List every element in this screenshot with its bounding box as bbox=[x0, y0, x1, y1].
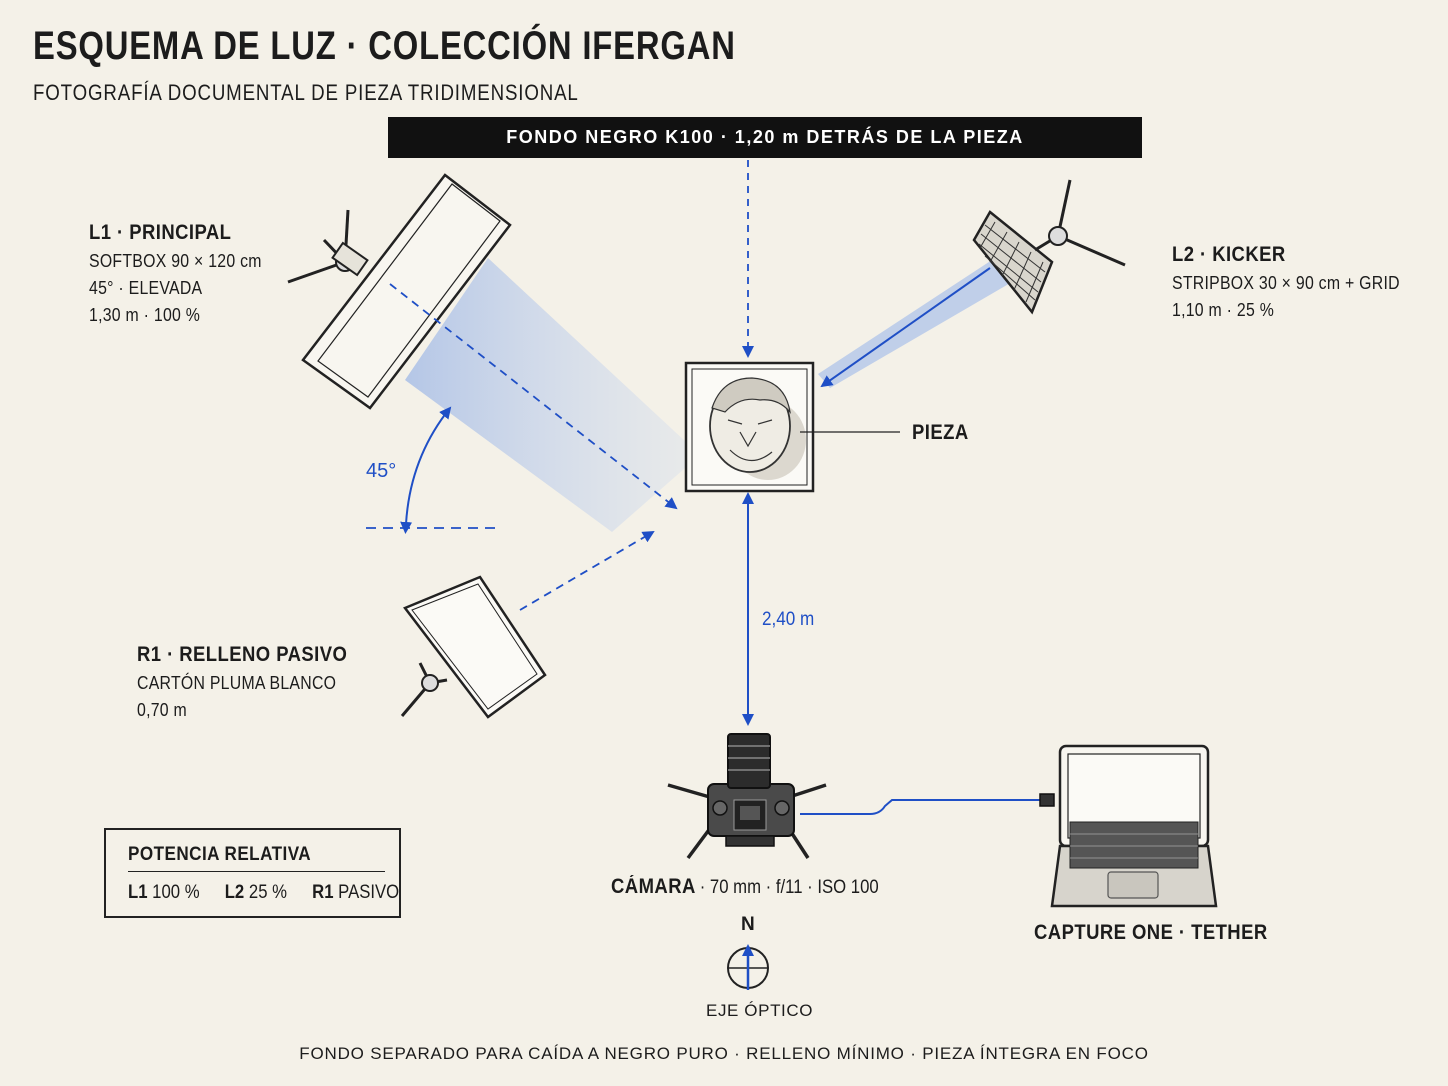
laptop-icon bbox=[1050, 744, 1218, 908]
l1-spec-distance-power: 1,30 m · 100 % bbox=[89, 305, 201, 325]
power-table-row: L1 100 % L2 25 % R1 PASIVO bbox=[128, 882, 399, 904]
camera-settings: · 70 mm · f/11 · ISO 100 bbox=[699, 877, 879, 898]
r1-reflector-icon bbox=[400, 575, 547, 719]
angle-arc bbox=[400, 406, 452, 534]
power-key-l2: L2 bbox=[224, 882, 245, 903]
l1-spec-size: SOFTBOX 90 × 120 cm bbox=[89, 251, 262, 271]
distance-label: 2,40 m bbox=[762, 609, 815, 630]
power-table: POTENCIA RELATIVA L1 100 % L2 25 % R1 PA… bbox=[104, 828, 401, 918]
l2-spec-distance-power: 1,10 m · 25 % bbox=[1172, 300, 1275, 320]
power-key-r1: R1 bbox=[312, 882, 334, 903]
camera-icon bbox=[667, 733, 827, 860]
tether-plug bbox=[1039, 793, 1055, 807]
backdrop-label: FONDO NEGRO K100 · 1,20 m DETRÁS DE LA P… bbox=[506, 127, 1024, 147]
l1-label-group: L1 · PRINCIPAL SOFTBOX 90 × 120 cm 45° ·… bbox=[89, 221, 285, 326]
r1-title: R1 · RELLENO PASIVO bbox=[137, 643, 348, 666]
l1-title: L1 · PRINCIPAL bbox=[89, 221, 232, 244]
tether-cable bbox=[800, 799, 1040, 815]
power-value-l1: 100 % bbox=[152, 882, 200, 903]
footer-note: FONDO SEPARADO PARA CAÍDA A NEGRO PURO ·… bbox=[299, 1044, 1149, 1063]
page-title: ESQUEMA DE LUZ · COLECCIÓN IFERGAN bbox=[33, 24, 736, 68]
r1-axis-line bbox=[519, 530, 655, 611]
angle-label: 45° bbox=[366, 460, 397, 482]
l2-axis-line bbox=[820, 267, 991, 388]
power-value-l2: 25 % bbox=[248, 882, 288, 903]
camera-name: CÁMARA bbox=[611, 875, 696, 898]
camera-label: CÁMARA · 70 mm · f/11 · ISO 100 bbox=[611, 875, 879, 899]
r1-label-group: R1 · RELLENO PASIVO CARTÓN PLUMA BLANCO … bbox=[137, 643, 376, 721]
r1-spec-distance: 0,70 m bbox=[137, 700, 188, 720]
l1-light-beam bbox=[405, 258, 700, 532]
power-table-divider bbox=[128, 871, 385, 872]
backdrop-bar: FONDO NEGRO K100 · 1,20 m DETRÁS DE LA P… bbox=[388, 117, 1142, 158]
optical-axis-label: EJE ÓPTICO bbox=[706, 1001, 814, 1020]
subject-bust-icon bbox=[684, 361, 815, 493]
r1-spec-material: CARTÓN PLUMA BLANCO bbox=[137, 673, 337, 693]
l2-title: L2 · KICKER bbox=[1172, 243, 1286, 266]
tether-label: CAPTURE ONE · TETHER bbox=[1034, 921, 1268, 944]
page-subtitle: FOTOGRAFÍA DOCUMENTAL DE PIEZA TRIDIMENS… bbox=[33, 80, 579, 105]
l1-softbox-icon bbox=[287, 173, 512, 410]
l1-spec-angle: 45° · ELEVADA bbox=[89, 278, 203, 298]
power-key-l1: L1 bbox=[128, 882, 148, 903]
l1-axis-line bbox=[389, 283, 678, 510]
l2-spec-size: STRIPBOX 30 × 90 cm + GRID bbox=[1172, 273, 1400, 293]
l2-stripbox-icon bbox=[972, 179, 1126, 315]
l2-label-group: L2 · KICKER STRIPBOX 30 × 90 cm + GRID 1… bbox=[1172, 243, 1431, 321]
power-value-r1: PASIVO bbox=[338, 882, 400, 903]
power-table-title: POTENCIA RELATIVA bbox=[128, 844, 312, 865]
subject-label: PIEZA bbox=[912, 421, 969, 444]
compass-icon bbox=[727, 944, 769, 990]
compass-north-label: N bbox=[741, 914, 755, 935]
